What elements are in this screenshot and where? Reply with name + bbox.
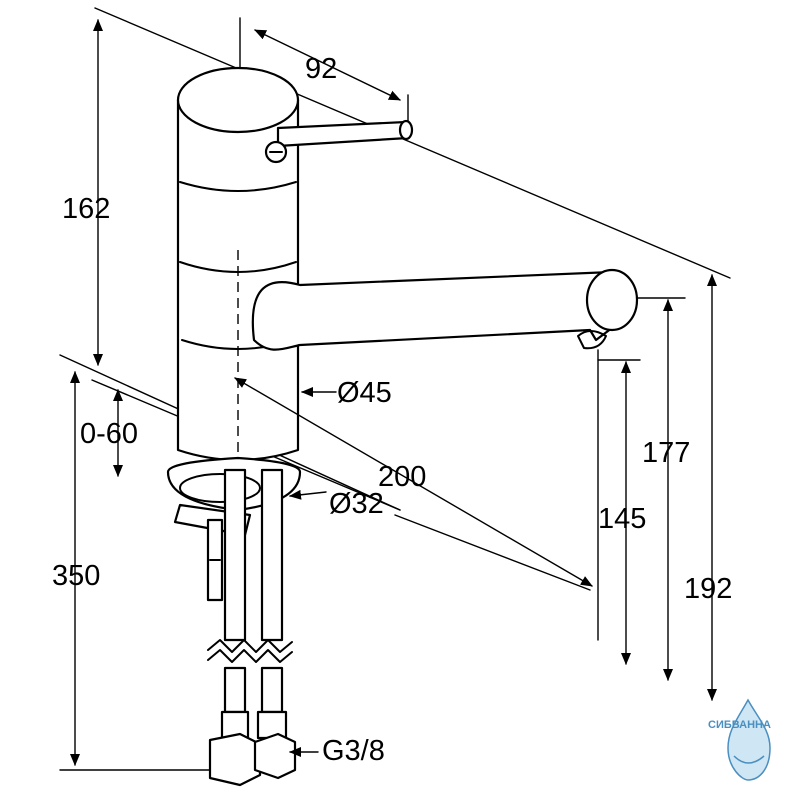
faucet-body — [176, 66, 300, 462]
watermark-brand: СИБВАННА — [708, 719, 771, 731]
spout — [251, 268, 639, 351]
spout-height-label: 177 — [642, 437, 690, 469]
total-height-label: 192 — [684, 573, 732, 605]
watermark-logo: СИБВАННА — [708, 698, 771, 781]
body-diameter-label: Ø45 — [337, 377, 392, 409]
hose-length-label: 350 — [52, 560, 100, 592]
deck-thickness-label: 0-60 — [80, 418, 138, 450]
mixer-lever — [264, 119, 414, 164]
water-drop-icon — [727, 698, 771, 781]
body-height-label: 162 — [62, 193, 110, 225]
outlet-height-label: 145 — [598, 503, 646, 535]
spout-reach-label: 200 — [378, 461, 426, 493]
mounting-kit — [166, 456, 302, 787]
dimension-lines — [70, 19, 717, 766]
hole-diameter-label: Ø32 — [329, 488, 384, 520]
connection-thread-label: G3/8 — [322, 735, 385, 767]
lever-reach-label: 92 — [305, 53, 337, 85]
